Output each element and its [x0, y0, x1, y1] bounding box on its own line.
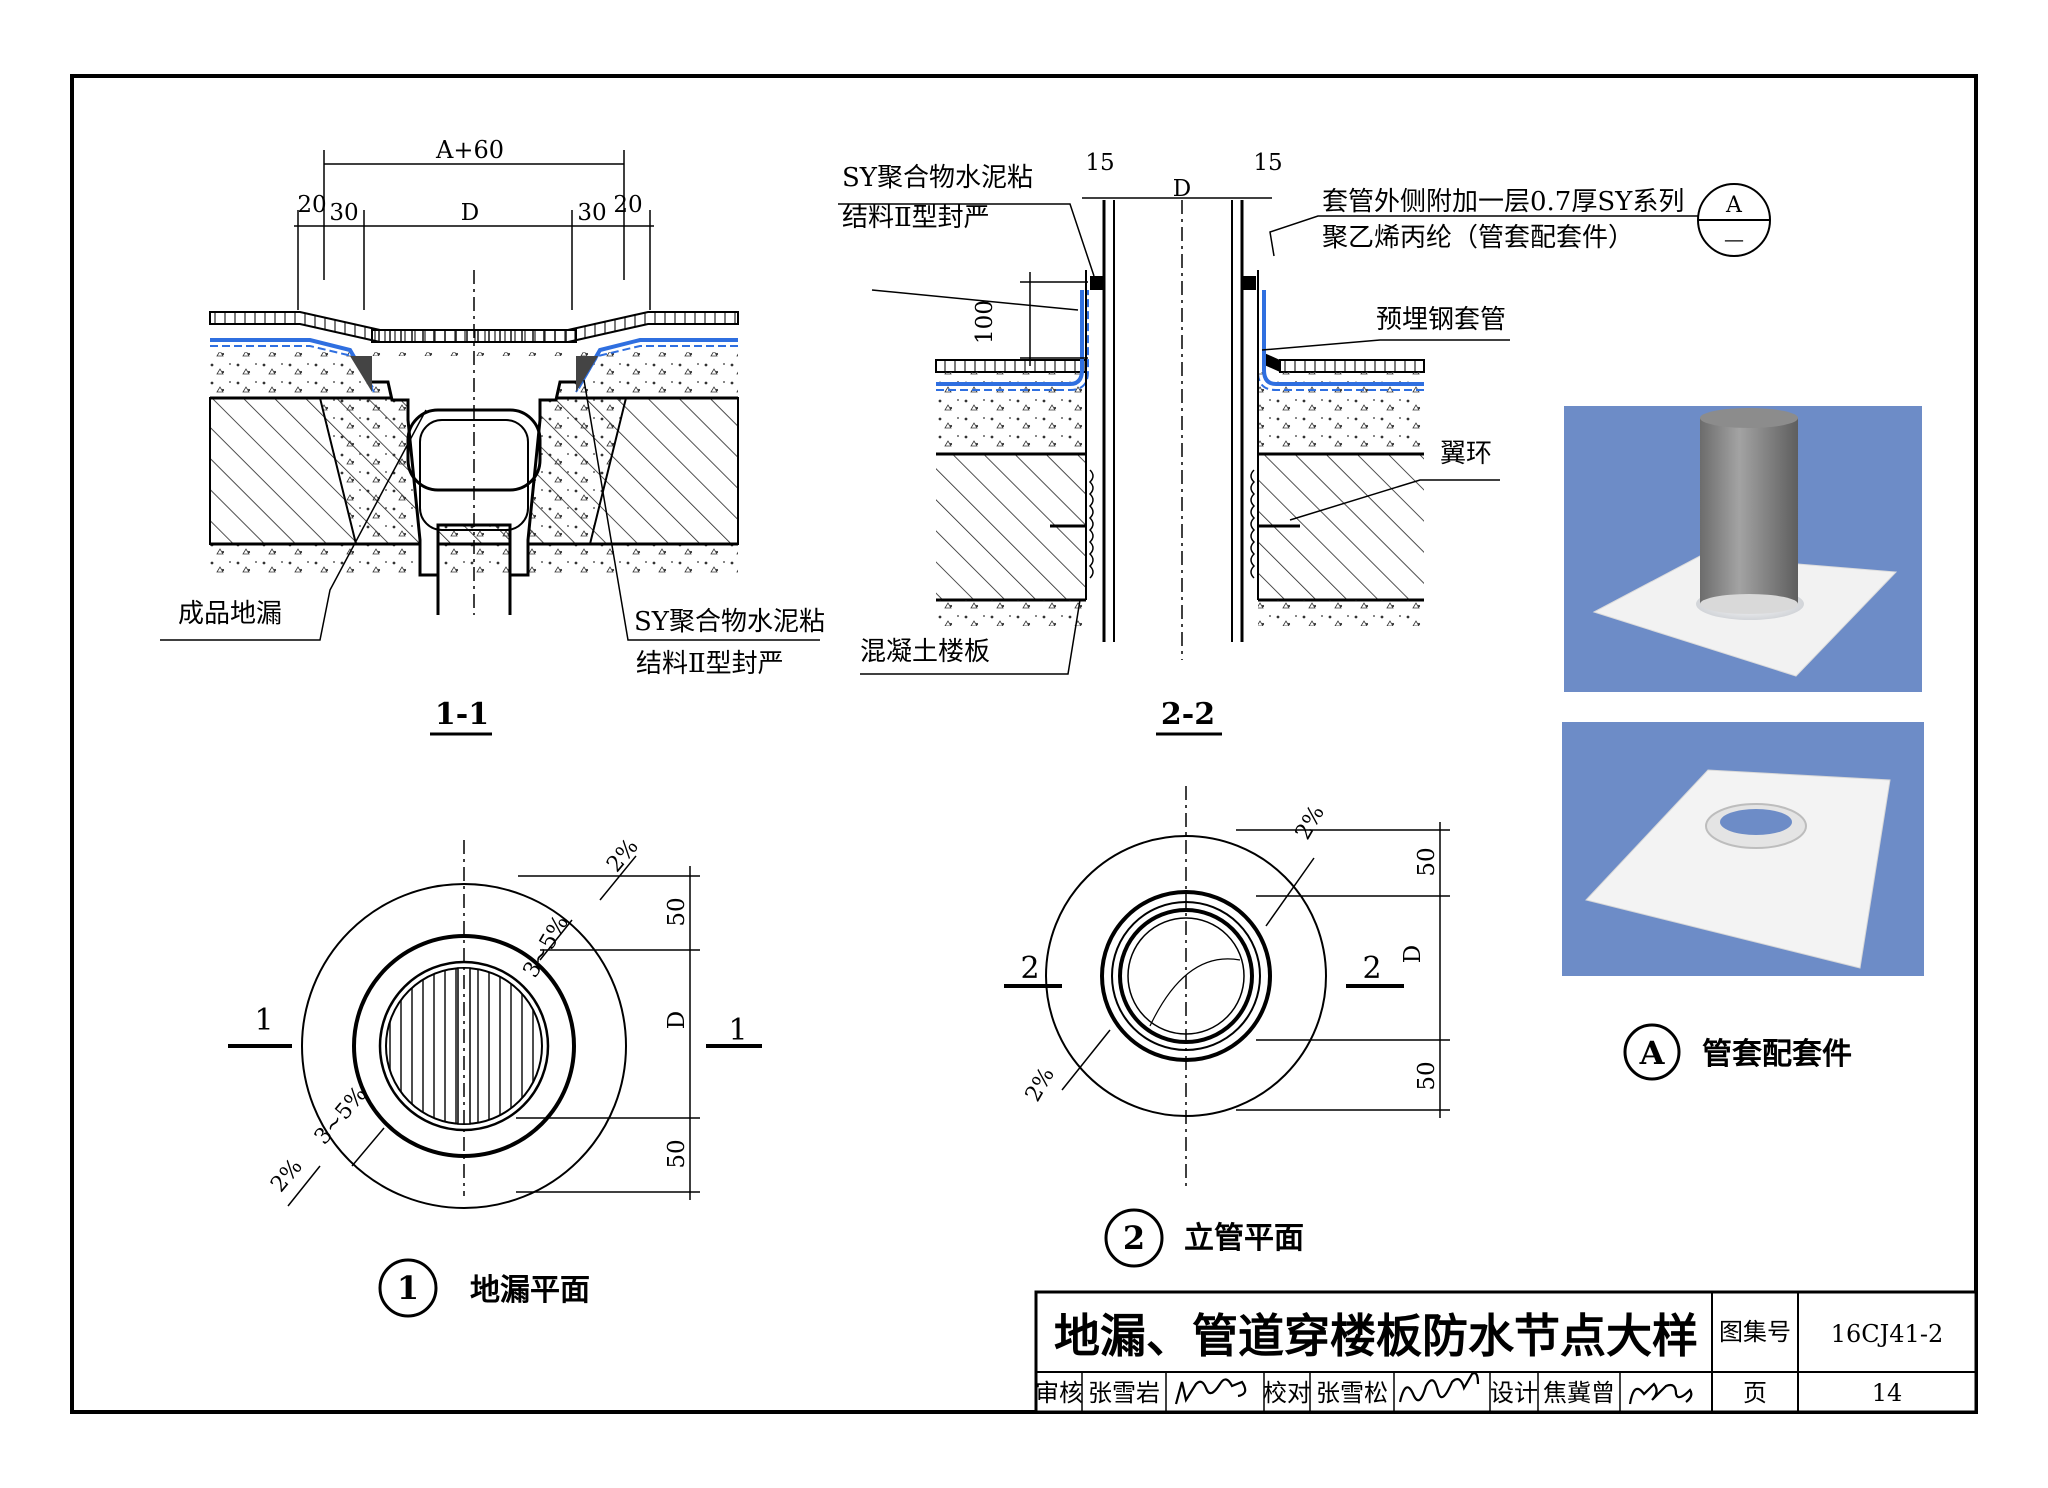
- plan-2-drawing: [1004, 786, 1450, 1268]
- section-2-2-drawing: [838, 183, 1771, 675]
- plan-2-cut-left: 2: [1020, 951, 1039, 986]
- signature-review: [1174, 1378, 1247, 1405]
- plan-2-dim-d: D: [1400, 945, 1426, 963]
- plan-1-slope-bottom: 2%: [266, 1154, 308, 1197]
- accessory-a-letter: A: [1639, 1034, 1666, 1072]
- plan-1-cut-right: 1: [728, 1013, 747, 1048]
- drawing-title: 地漏、管道穿楼板防水节点大样: [1054, 1309, 1698, 1363]
- page-number: 14: [1872, 1379, 1903, 1407]
- plan-1-dim-d: D: [664, 1011, 690, 1029]
- note-sleeve-line1: 套管外侧附加一层0.7厚SY系列: [1322, 187, 1684, 217]
- dim-15-left: 15: [1085, 150, 1114, 176]
- check-name: 张雪松: [1316, 1379, 1388, 1407]
- plan-2-title: 立管平面: [1184, 1221, 1304, 1256]
- photo-sleeve-installed: [1564, 406, 1922, 692]
- sheet-frame: [70, 74, 1978, 1414]
- plan-1-number: 1: [397, 1269, 419, 1307]
- plan-2-slope-bottom: 2%: [1021, 1063, 1060, 1106]
- atlas-label: 图集号: [1719, 1318, 1791, 1346]
- atlas-number: 16CJ41-2: [1831, 1320, 1943, 1348]
- dim-20-right: 20: [613, 192, 642, 218]
- plan-1-slope-top: 2%: [602, 834, 644, 877]
- section-2-2-title: 2-2: [1161, 697, 1215, 732]
- ref-bubble-top: A: [1725, 193, 1743, 218]
- note-seal-2-2-line2: 结料Ⅱ型封严: [842, 203, 990, 233]
- plan-1-slope-inner-top: 3~5%: [519, 911, 574, 982]
- section-1-1-drawing: [160, 150, 820, 641]
- ref-bubble-bottom: —: [1724, 227, 1744, 251]
- dim-d-2-2: D: [1173, 176, 1191, 202]
- plan-1-slope-inner-bottom: 3~5%: [310, 1082, 372, 1150]
- plan-1-dim-50-top: 50: [664, 897, 690, 926]
- plan-1-cut-left: 1: [254, 1003, 273, 1038]
- section-1-1-title: 1-1: [435, 697, 489, 732]
- note-seal-1-1-line2: 结料Ⅱ型封严: [636, 649, 784, 679]
- plan-1-dim-50-bottom: 50: [664, 1139, 690, 1168]
- accessory-title: 管套配套件: [1702, 1037, 1852, 1072]
- note-seal-1-1-line1: SY聚合物水泥粘: [634, 607, 825, 637]
- page-label: 页: [1743, 1379, 1767, 1407]
- note-concrete-slab: 混凝土楼板: [860, 637, 990, 667]
- check-label: 校对: [1263, 1379, 1311, 1407]
- dim-15-right: 15: [1253, 150, 1282, 176]
- note-wing-ring: 翼环: [1440, 439, 1492, 469]
- dim-30-right: 30: [577, 200, 606, 226]
- title-block: [1034, 1290, 1978, 1414]
- signature-check: [1398, 1372, 1480, 1403]
- plan-1-title: 地漏平面: [470, 1273, 590, 1308]
- dim-d-1-1: D: [461, 200, 479, 226]
- dim-30-left: 30: [329, 200, 358, 226]
- design-label: 设计: [1490, 1379, 1538, 1407]
- plan-2-cut-right: 2: [1362, 951, 1381, 986]
- dim-20-left: 20: [297, 192, 326, 218]
- signature-design: [1628, 1382, 1693, 1405]
- note-seal-2-2-line1: SY聚合物水泥粘: [842, 163, 1033, 193]
- photo-sleeve-part: [1562, 722, 1924, 976]
- plan-1-drawing: [228, 840, 762, 1318]
- review-name: 张雪岩: [1088, 1379, 1160, 1407]
- note-steel-sleeve: 预埋钢套管: [1376, 305, 1506, 335]
- dim-a-plus-60: A+60: [435, 136, 504, 164]
- plan-2-number: 2: [1123, 1219, 1145, 1257]
- note-sleeve-line2: 聚乙烯丙纶（管套配套件）: [1322, 223, 1634, 253]
- plan-2-dim-50-bottom: 50: [1414, 1061, 1440, 1090]
- note-finished-drain: 成品地漏: [178, 599, 282, 629]
- review-label: 审核: [1035, 1379, 1083, 1407]
- plan-2-slope-top: 2%: [1291, 801, 1330, 844]
- dim-100: 100: [972, 300, 998, 344]
- design-name: 焦冀曾: [1543, 1379, 1615, 1407]
- plan-2-dim-50-top: 50: [1414, 847, 1440, 876]
- accessory-a-circle: [1623, 1023, 1681, 1081]
